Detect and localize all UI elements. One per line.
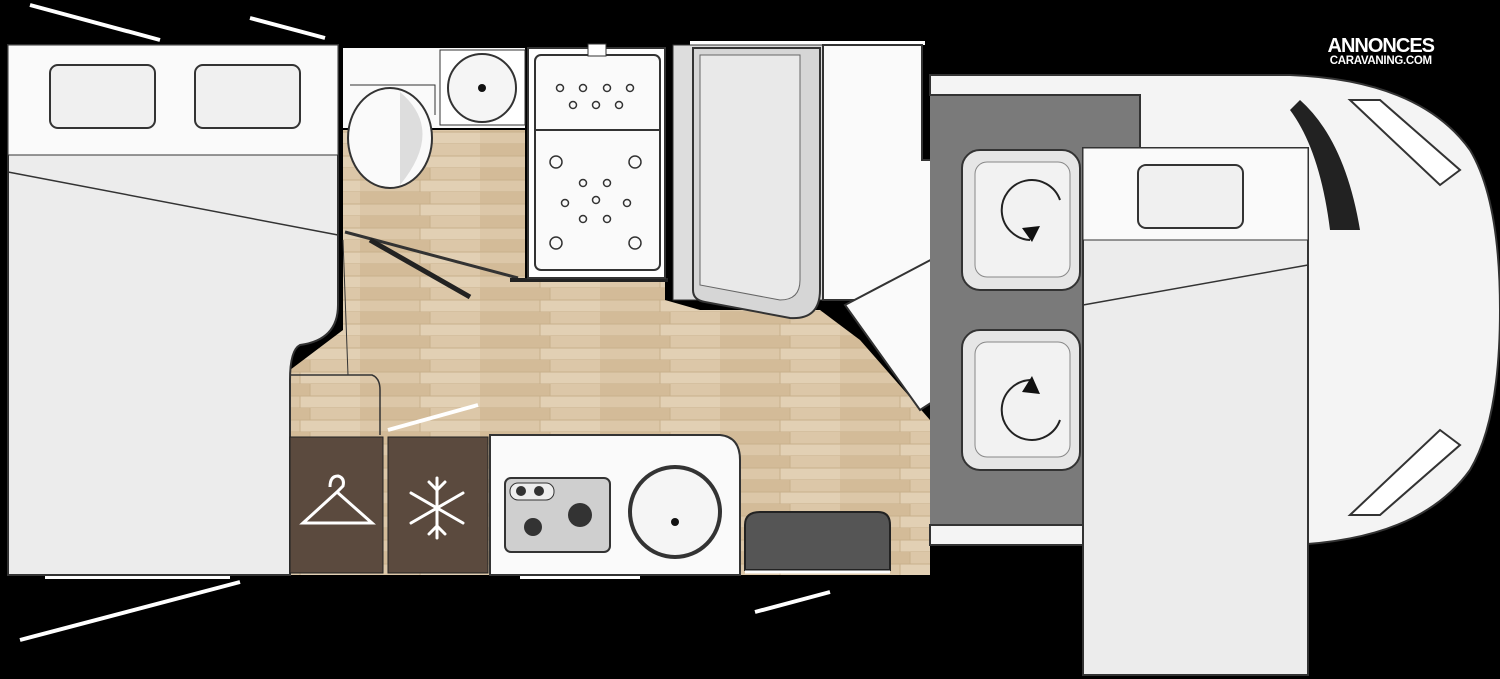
logo-line2: CARAVANING.COM bbox=[1329, 55, 1432, 67]
entrance-step bbox=[744, 511, 891, 574]
rear-bed bbox=[7, 44, 381, 576]
kitchen-counter bbox=[489, 434, 741, 576]
swivel-arrow-icon bbox=[1000, 179, 1061, 241]
swivel-arrow-icon bbox=[1000, 379, 1061, 441]
door-lines bbox=[19, 3, 925, 642]
cab-seat-driver bbox=[961, 149, 1081, 291]
wardrobe-column bbox=[672, 44, 824, 320]
pillow bbox=[49, 64, 156, 129]
shower-tray bbox=[527, 43, 666, 279]
wardrobe-cabinet bbox=[289, 436, 384, 574]
logo-line1: ANNONCES bbox=[1327, 35, 1435, 57]
hanger-icon bbox=[299, 474, 376, 525]
cab-seat-passenger bbox=[961, 329, 1081, 471]
windscreen bbox=[1290, 100, 1360, 230]
overhead-drop-down-bed bbox=[1082, 147, 1309, 676]
pillow bbox=[1137, 164, 1244, 229]
logo: ANNONCES CARAVANING.COM bbox=[1327, 35, 1435, 68]
bathroom bbox=[343, 48, 668, 300]
fridge bbox=[387, 436, 489, 574]
snowflake-icon bbox=[409, 476, 465, 540]
pillow bbox=[194, 64, 301, 129]
